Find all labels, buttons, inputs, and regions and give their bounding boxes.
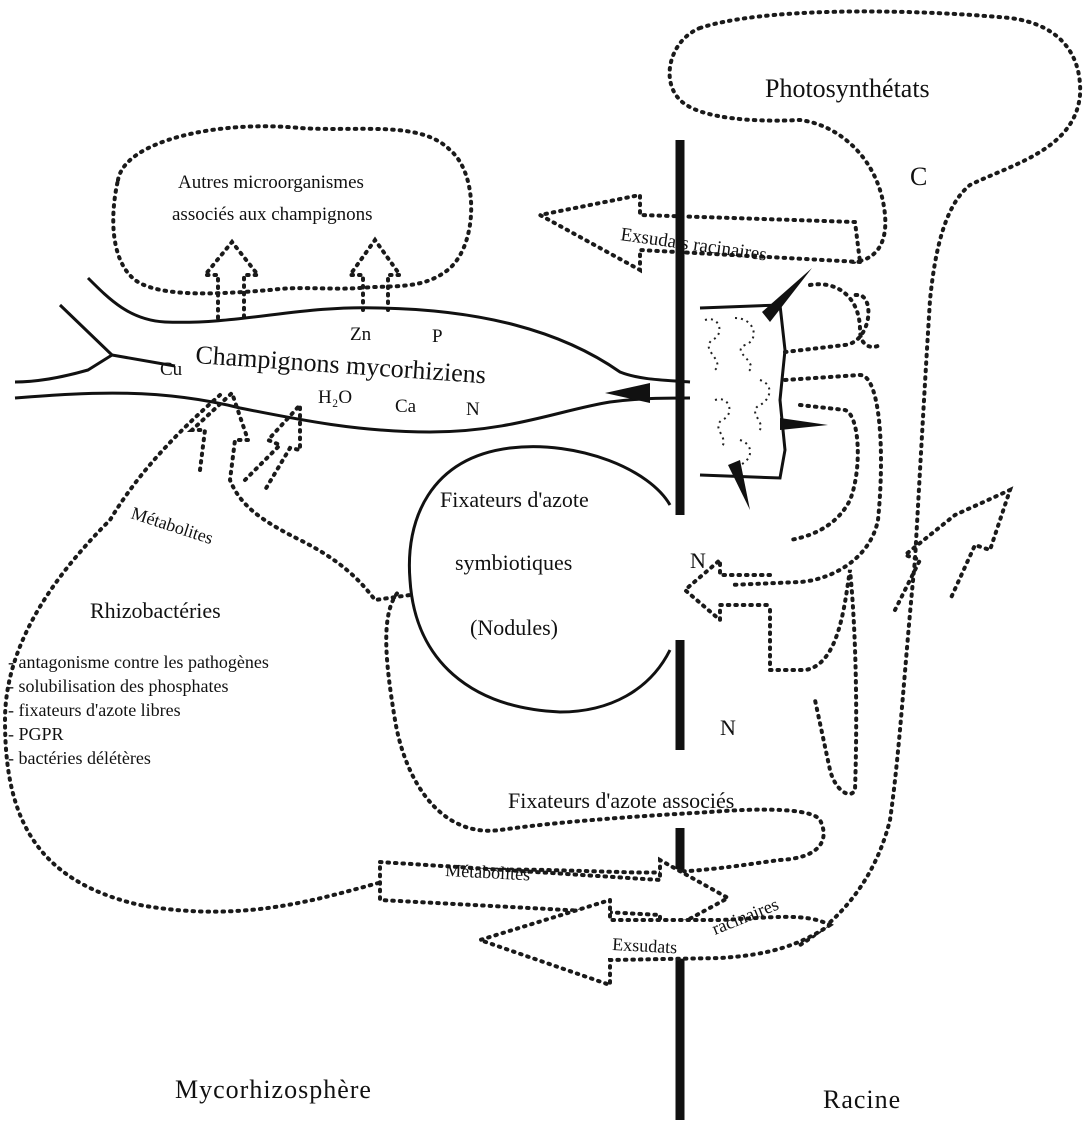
hypha-to-microbes-arrow-left [205, 242, 258, 318]
symbiotic-fixers-label-2: symbiotiques [455, 550, 572, 575]
right-long-return [770, 570, 856, 794]
rhizobacteria-item-3: - fixateurs d'azote libres [8, 700, 181, 720]
exsudats-bottom-label: Exsudats [612, 934, 678, 957]
arbuscule-folds [705, 318, 769, 465]
arbuscule-box [700, 305, 785, 478]
copper-label: Cu [160, 359, 183, 380]
other-microorganisms-label-1: Autres microorganismes [178, 172, 364, 193]
nitrogen-fungi-label: N [466, 399, 480, 420]
metabolites-left-label: Métabolites [129, 503, 216, 548]
hypha-branch-left [15, 305, 112, 382]
symbiotic-fixers-label-1: Fixateurs d'azote [440, 487, 589, 512]
mycorrhizal-hypha-lower [15, 393, 690, 432]
rhizobacteria-item-2: - solubilisation des phosphates [8, 676, 228, 696]
rhizobacteria-title: Rhizobactéries [90, 598, 221, 623]
zinc-label: Zn [350, 324, 372, 345]
racine-label: Racine [823, 1085, 901, 1114]
carbon-label: C [910, 162, 927, 191]
calcium-label: Ca [395, 396, 417, 417]
right-outward-arrow [895, 490, 1010, 610]
arbuscule-spike-2 [780, 418, 828, 430]
root-exudates-top-arrow [540, 195, 860, 270]
rhizobacteria-item-5: - bactéries délétères [8, 748, 151, 768]
mycorrhizal-fungi-label: Champignons mycorhiziens [195, 340, 487, 389]
other-microorganisms-label-2: associés aux champignons [172, 204, 373, 225]
nitrogen-lower-label: N [720, 715, 736, 740]
associated-fixers-label: Fixateurs d'azote associés [508, 788, 734, 813]
nitrogen-nodules-label: N [690, 548, 706, 573]
mycorhizosphere-label: Mycorhizosphère [175, 1075, 372, 1104]
right-loop-3 [810, 284, 880, 347]
rhizobacteria-item-4: - PGPR [8, 724, 64, 744]
right-loop-2 [785, 295, 868, 540]
arbuscule-spike-3 [728, 460, 750, 510]
right-loop-1 [730, 375, 881, 585]
symbiotic-fixers-label-3: (Nodules) [470, 615, 558, 640]
hypha-to-microbes-arrow-right [350, 240, 400, 310]
water-label: H₂O [318, 387, 352, 408]
rhizobacteria-item-1: - antagonisme contre les pathogènes [8, 652, 269, 672]
arbuscule-spike-1 [762, 268, 812, 322]
phosphorus-label: P [432, 326, 443, 347]
photosynthates-label: Photosynthétats [765, 74, 930, 103]
